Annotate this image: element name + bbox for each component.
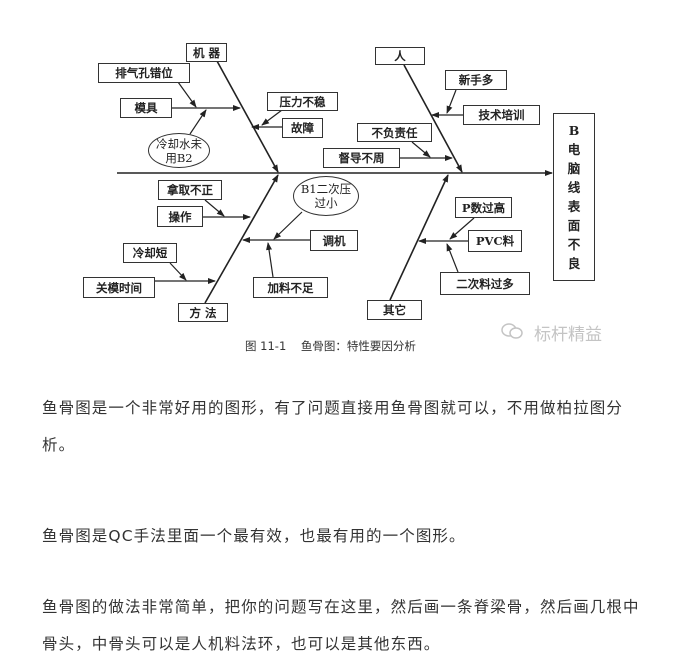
cause-pvc-material: PVC料 [468, 230, 522, 252]
cause-p-value-high: P数过高 [455, 197, 512, 218]
category-machine: 机 器 [186, 43, 227, 62]
paragraph-1: 鱼骨图是一个非常好用的图形，有了问题直接用鱼骨图就可以，不用做柏拉图分析。 [42, 399, 624, 454]
cause-irresponsible: 不负责任 [357, 123, 432, 142]
paragraph-2: 鱼骨图是QC手法里面一个最有效，也最有用的一个图形。 [42, 527, 466, 545]
cause-mold: 模具 [120, 98, 172, 118]
cause-mold-close-time: 关模时间 [83, 277, 155, 298]
figure-caption: 图 11-1 鱼骨图：特性要因分析 [245, 339, 416, 353]
cause-cooling-water: 冷却水未用B2 [148, 133, 210, 168]
cause-insufficient-feed: 加料不足 [253, 277, 328, 298]
cause-adjust-machine: 调机 [310, 230, 358, 251]
fishbone-lines [117, 60, 553, 304]
bone-machine [216, 60, 279, 173]
effect-label: B电脑线表面不良 [567, 123, 581, 271]
fishbone-diagram: 机 器 排气孔错位 模具 冷却水未用B2 压力不稳 故障 人 新手多 技术培训 … [83, 43, 602, 353]
category-people: 人 [375, 47, 425, 65]
category-method: 方 法 [178, 303, 228, 322]
paragraph-3: 鱼骨图的做法非常简单，把你的问题写在这里，然后画一条脊梁骨，然后画几根中骨头，中… [42, 598, 640, 653]
effect-box: B电脑线表面不良 [553, 113, 595, 281]
cause-pick-misaligned: 拿取不正 [158, 180, 222, 200]
cause-fault: 故障 [282, 118, 323, 138]
cause-pressure-unstable: 压力不稳 [267, 92, 338, 111]
cause-cooling-short: 冷却短 [123, 243, 177, 263]
cause-tech-training: 技术培训 [463, 105, 540, 125]
cause-newcomers: 新手多 [445, 70, 507, 90]
bone-people [403, 64, 463, 173]
cause-poor-supervision: 督导不周 [323, 148, 400, 168]
cause-exhaust-misaligned: 排气孔错位 [98, 63, 190, 83]
category-other: 其它 [367, 300, 422, 320]
cause-too-much-regrind: 二次料过多 [440, 272, 530, 295]
bone-method [204, 174, 279, 304]
cause-operation: 操作 [157, 206, 203, 227]
watermark-text: 标杆精益 [534, 325, 602, 345]
bone-other [389, 174, 449, 301]
wechat-icon [501, 323, 523, 339]
cause-b1-pressure-low: B1二次压过小 [293, 176, 359, 216]
